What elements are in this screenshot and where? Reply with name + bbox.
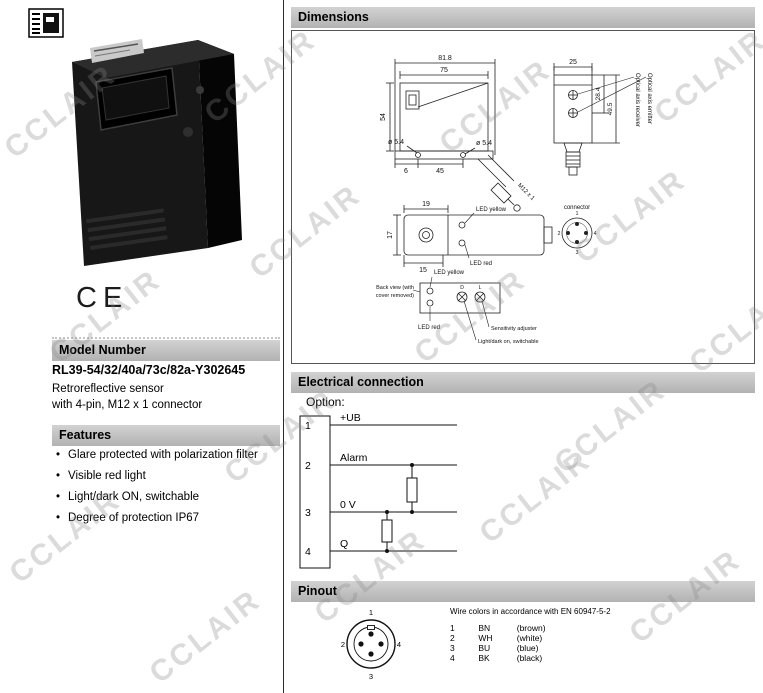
wire-row: 2 WH (white) [450,633,730,643]
wire-name: (white) [516,633,543,643]
connector-pin-4: 4 [594,231,597,237]
pin-number-4: 4 [305,546,311,558]
wire-color-table: Wire colors in accordance with EN 60947-… [450,607,730,663]
lightdark-switch-label: Light/dark on, switchable [478,339,539,345]
back-view-caption-1: Back view (with [376,285,414,291]
connector-pin-1: 1 [576,211,579,217]
back-view-drawing [412,276,501,341]
top-view-drawing [553,63,647,176]
pinout-pin-1: 1 [369,608,373,617]
dim-edge-to-hole: 6 [404,168,408,175]
pinout-pin-2: 2 [341,640,345,649]
connector-face-drawing: 1 2 3 4 [341,608,401,681]
wire-row: 3 BU (blue) [450,643,730,653]
back-led-red-label: LED red [418,325,440,331]
wire-code: BU [478,643,491,653]
pin-label-q: Q [340,538,348,550]
electrical-header: Electrical connection [291,372,755,393]
dimension-labels: 81.8 75 54 ø 5.4 ø 5.4 6 45 M12 x 1 25 2… [376,55,652,345]
feature-item: Light/dark ON, switchable [56,491,284,503]
pin-label-alarm: Alarm [340,452,368,464]
option-label: Option: [306,395,345,409]
dim-hole-spacing: 45 [436,168,444,175]
side-view-drawing [386,59,521,212]
dim-body-width: 75 [440,67,448,74]
pinout-header: Pinout [291,581,755,602]
wire-name: (brown) [516,623,546,633]
wire-row: 1 BN (brown) [450,623,730,633]
ce-mark: CE [76,282,129,314]
front-view-drawing [393,205,593,267]
junction-dots [385,463,414,553]
feature-item: Glare protected with polarization filter [56,449,284,461]
dim-axis-depth: 28.4 [595,87,602,100]
circuit-diagram: 1 2 3 4 +UB Alarm 0 V Q [299,412,457,569]
wire-pin: 1 [450,623,455,633]
optical-axis-emitter-label: Optical axis emitter [646,73,652,124]
description-line-2: with 4-pin, M12 x 1 connector [52,399,203,411]
led-yellow-label: LED yellow [476,207,507,213]
wire-color-note: Wire colors in accordance with EN 60947-… [450,607,611,616]
dim-front-width: 19 [422,201,430,208]
wire-code: BN [478,623,491,633]
wire-code: BK [478,653,490,663]
dim-front-height: 17 [387,231,394,239]
adjuster-d-label: D [460,285,464,291]
pinout-pin-4: 4 [397,640,401,649]
back-view-caption-2: cover removed) [376,293,414,299]
wire-name: (blue) [516,643,539,653]
wire-pin: 4 [450,653,455,663]
dim-hole-left: ø 5.4 [388,139,404,146]
front-view-connector-pins [566,222,588,244]
dim-front-bottom: 15 [419,267,427,274]
dim-overall-width: 81.8 [438,55,452,62]
dimensions-box [291,30,755,364]
model-number-header: Model Number [52,340,280,361]
wire-name: (black) [516,653,543,663]
pin-label-ub: +UB [340,412,361,424]
features-header: Features [52,425,280,446]
resistor-symbol [381,519,393,543]
description-line-1: Retroreflective sensor [52,383,164,395]
feature-item: Degree of protection IP67 [56,512,284,524]
sensor-symbol-icon [28,8,64,38]
feature-item: Visible red light [56,470,284,482]
sensitivity-adjuster-label: Sensitivity adjuster [491,326,537,332]
dimensions-drawing: 81.8 75 54 ø 5.4 ø 5.4 6 45 M12 x 1 25 2… [376,55,652,345]
dim-height: 54 [380,113,387,121]
connector-pin-3: 3 [576,250,579,256]
back-led-yellow-label: LED yellow [434,270,465,276]
pin-number-2: 2 [305,460,311,472]
column-divider [283,0,284,693]
thread-label: M12 x 1 [516,183,536,203]
dim-total-depth: 49.5 [607,102,614,115]
wire-pin: 3 [450,643,455,653]
dimensions-header: Dimensions [291,7,755,28]
optical-axis-receiver-label: Optical axis receiver [634,73,640,127]
dim-hole-right: ø 5.4 [476,140,492,147]
pin-label-0v: 0 V [340,499,356,511]
connector-label: connector [564,205,590,211]
dim-top-width: 25 [569,59,577,66]
wire-code: WH [478,633,493,643]
wire-row: 4 BK (black) [450,653,730,663]
pinout-pin-3: 3 [369,672,373,681]
dotted-divider [52,337,280,339]
connector-pin-2: 2 [558,231,561,237]
connector-pin-dots [358,631,384,657]
product-photo [72,39,242,266]
wire-pin: 2 [450,633,455,643]
keyway-notch [367,625,375,630]
watermark: CCLAIR [143,583,268,691]
led-red-label: LED red [470,261,492,267]
model-number: RL39-54/32/40a/73c/82a-Y302645 [52,363,246,377]
pin-number-1: 1 [305,420,311,432]
resistor-symbol [406,477,418,503]
features-list: Glare protected with polarization filter… [56,449,284,533]
pin-number-3: 3 [305,507,311,519]
adjuster-l-label: L [479,285,482,291]
